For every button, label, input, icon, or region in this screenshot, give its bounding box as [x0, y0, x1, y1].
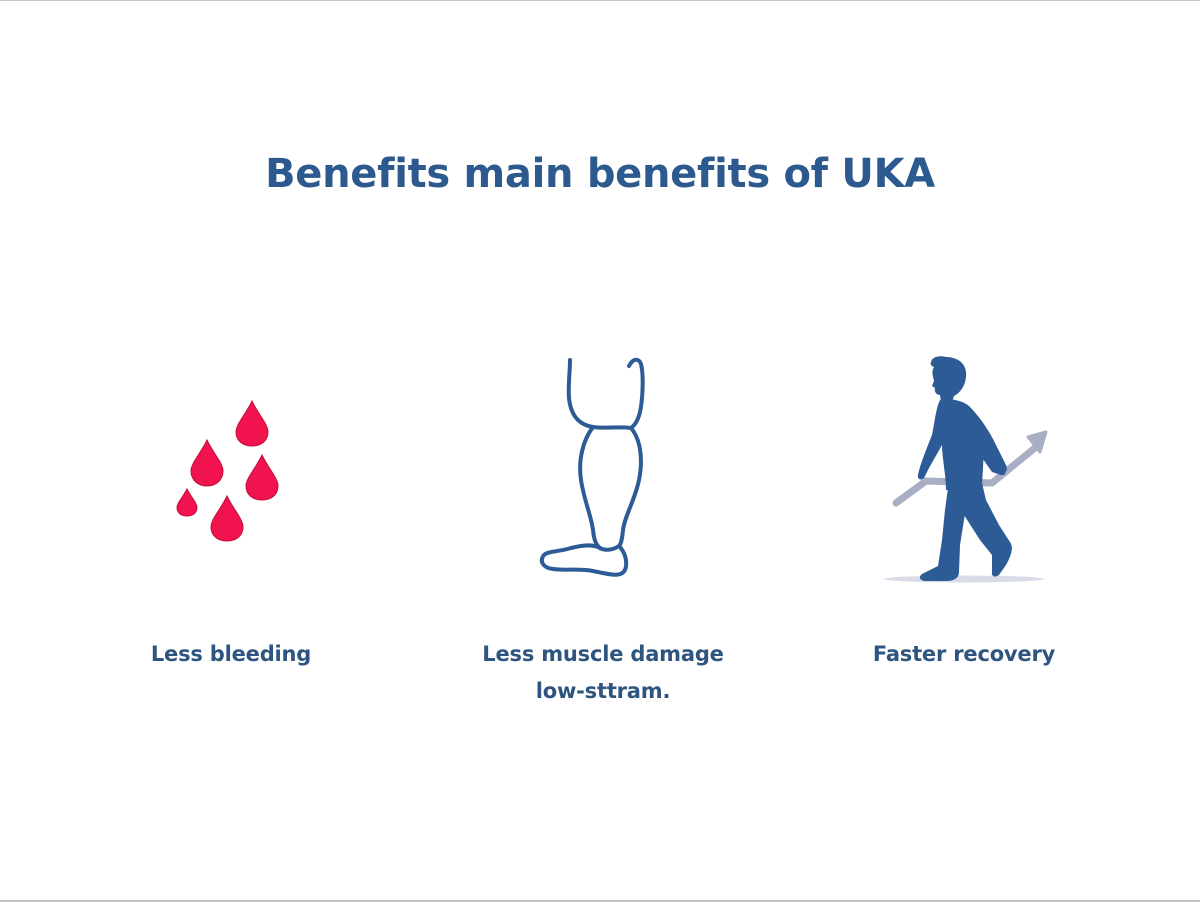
label-line: Less bleeding [150, 642, 312, 666]
bottom-border [0, 900, 1200, 902]
page-title: Benefits main benefits of UKA [265, 151, 935, 197]
label-line: low-sttram. [535, 679, 671, 703]
benefit-less-muscle-damage: Less muscle damage low-sttram. [453, 0, 753, 902]
label-line: Less muscle damage [482, 642, 724, 666]
leg-outline-icon [539, 357, 645, 577]
walking-person-arrow-icon [884, 356, 1048, 583]
benefit-less-bleeding: Less bleeding [81, 0, 381, 902]
benefit-label: Less bleeding [81, 636, 381, 673]
blood-drops-icon [176, 399, 279, 542]
benefit-label: Less muscle damage low-sttram. [453, 636, 753, 710]
label-line: Faster recovery [872, 642, 1056, 666]
benefit-label: Faster recovery [814, 636, 1114, 673]
ground-shadow [884, 575, 1044, 583]
benefit-faster-recovery: Faster recovery [814, 0, 1114, 902]
top-border [0, 0, 1200, 1]
